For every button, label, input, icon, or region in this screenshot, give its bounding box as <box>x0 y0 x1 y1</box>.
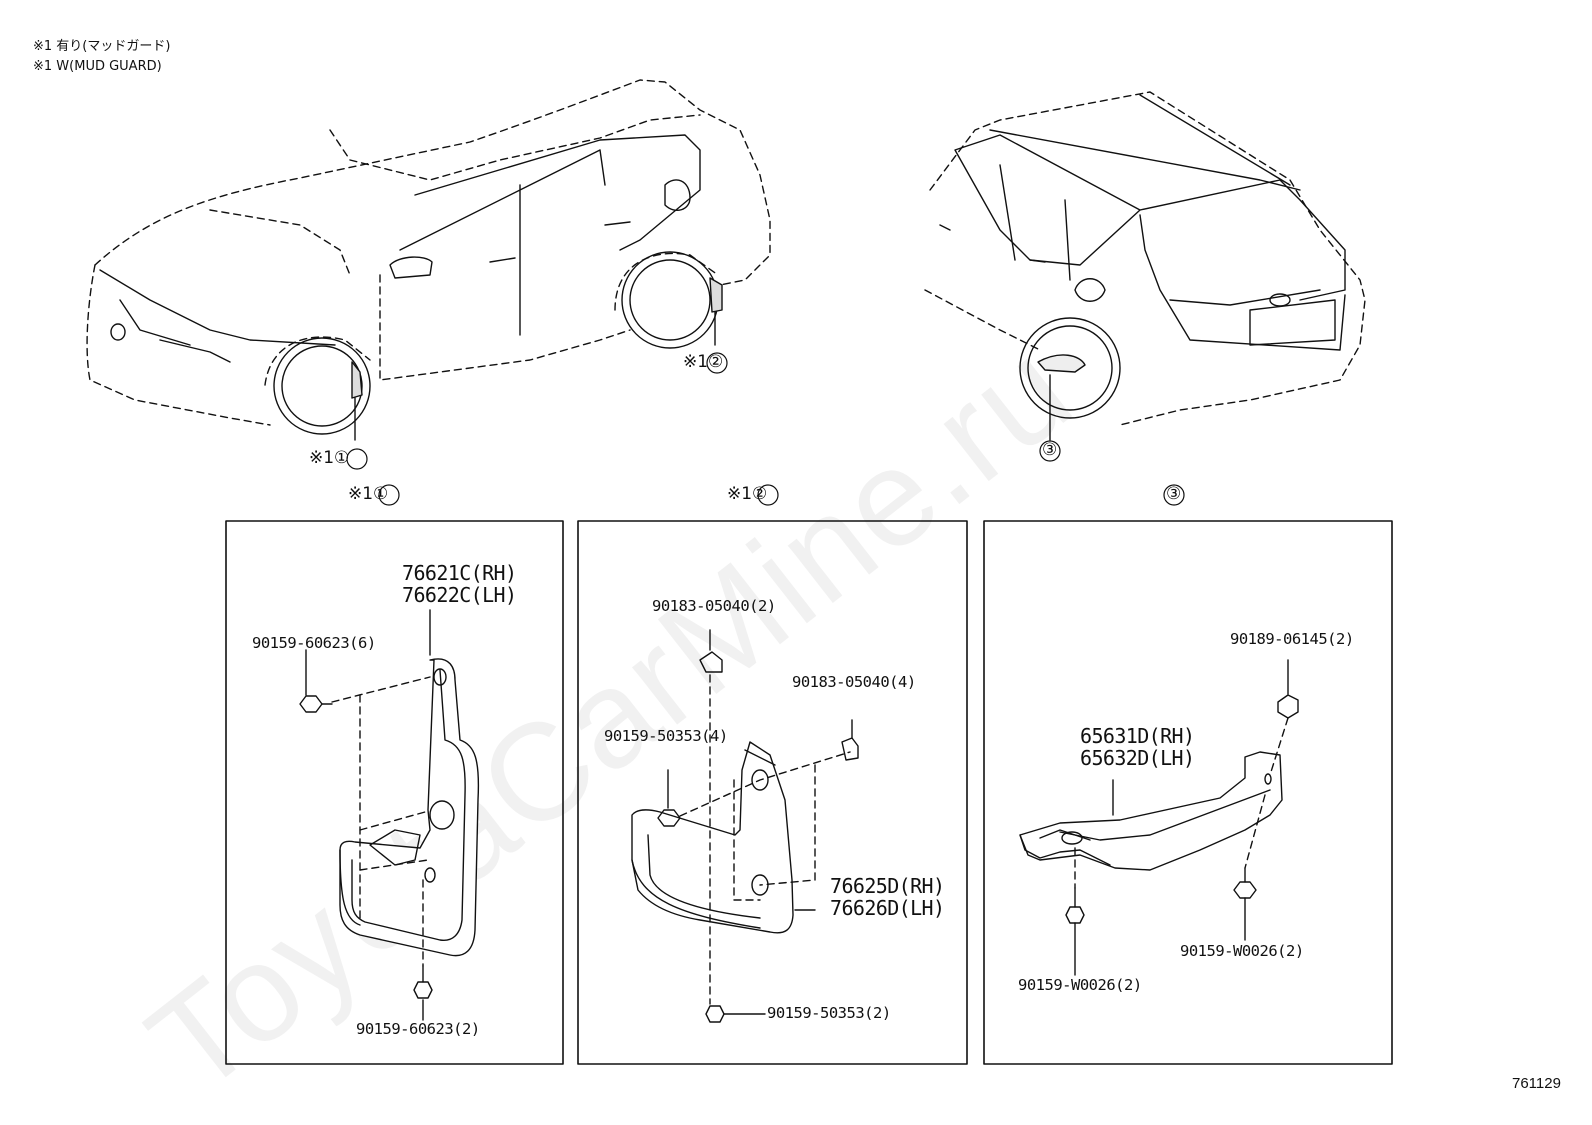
note-line-jp: ※1 有り(マッドガード) <box>33 39 171 54</box>
panel2-screw-bottom: 90159-50353(2) <box>767 1004 891 1022</box>
panel3-part-lh: 65632D(LH) <box>1080 746 1195 770</box>
panel3-screw-left: 90159-W0026(2) <box>1018 976 1142 994</box>
panel-1-frame <box>225 520 564 1065</box>
panel1-screw-top: 90159-60623(6) <box>252 634 376 652</box>
panel-1-title: ※1① <box>348 484 389 504</box>
panel2-part-lh: 76626D(LH) <box>830 896 945 920</box>
figure-reference: 761129 <box>1512 1075 1561 1092</box>
mudguard-front <box>299 609 480 1021</box>
callout-rear-wheel: ※1② <box>683 352 724 372</box>
panel-3-title: ③ <box>1166 484 1182 504</box>
car-front-view <box>86 79 771 441</box>
note-line-en: ※1 W(MUD GUARD) <box>33 59 162 74</box>
liner-bracket <box>1019 659 1299 976</box>
panel2-nut-top: 90183-05040(2) <box>652 597 776 615</box>
mudguard-rear <box>631 629 859 1023</box>
panel-3-frame <box>983 520 1393 1065</box>
panel3-screw-right: 90159-W0026(2) <box>1180 942 1304 960</box>
panel-2-frame <box>577 520 968 1065</box>
panel1-part-lh: 76622C(LH) <box>402 583 517 607</box>
panel3-nut-top: 90189-06145(2) <box>1230 630 1354 648</box>
panel2-nut-right: 90183-05040(4) <box>792 673 916 691</box>
parts-diagram <box>86 79 1393 1065</box>
panel2-screw-side: 90159-50353(4) <box>604 727 728 745</box>
callout-front-wheel: ※1① <box>309 448 350 468</box>
panel1-part-rh: 76621C(RH) <box>402 561 517 585</box>
panel1-screw-bottom: 90159-60623(2) <box>356 1020 480 1038</box>
car-rear-view <box>924 91 1366 441</box>
panel-2-title: ※1② <box>727 484 768 504</box>
panel3-part-rh: 65631D(RH) <box>1080 724 1195 748</box>
panel2-part-rh: 76625D(RH) <box>830 874 945 898</box>
callout-rear-view: ③ <box>1042 440 1058 460</box>
